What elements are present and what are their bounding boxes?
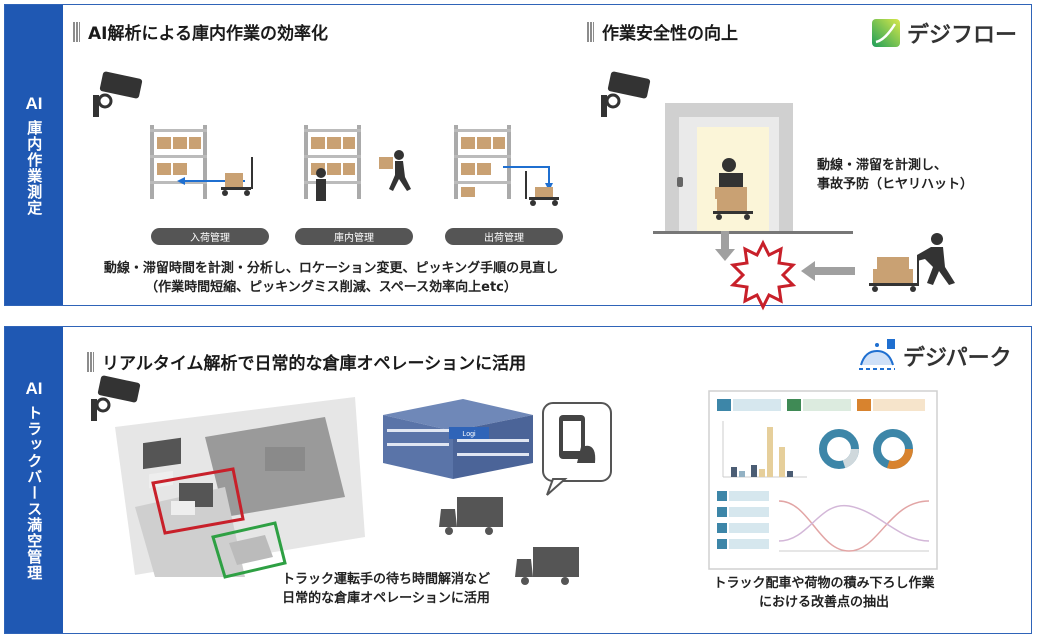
panel-warehouse-work: AI 庫内作業測定 AI解析による庫内作業の効率化 作業安全性の向上 デジフロー <box>4 4 1032 311</box>
caption-line: 動線・滞留時間を計測・分析し、ロケーション変更、ピッキング手順の見直し <box>103 261 559 276</box>
logo-digiflow: デジフロー <box>871 17 1017 49</box>
section-title-safety: 作業安全性の向上 <box>587 19 738 44</box>
stage-label-outbound: 出荷管理 <box>445 228 563 245</box>
title-bar-icon <box>587 21 594 42</box>
caption-line: トラック配車や荷物の積み下ろし作業 <box>713 576 935 591</box>
collision-illustration <box>715 231 955 311</box>
doorway-illustration <box>665 103 793 231</box>
caption-line: （作業時間短縮、ピッキングミス削減、スペース効率向上etc） <box>145 279 517 295</box>
analytics-dashboard <box>708 390 938 570</box>
occupied-bay-red <box>151 467 245 535</box>
side-label-berth: AI トラックバース満空管理 <box>5 327 63 633</box>
mid-caption: トラック運転手の待ち時間解消など 日常的な倉庫オペレーションに活用 <box>241 571 531 609</box>
section-title-text: リアルタイム解析で日常的な倉庫オペレーションに活用 <box>102 354 527 374</box>
warehouse-building: Logi <box>383 399 533 479</box>
caption-line: 動線・滞留を計測し、 <box>817 158 948 173</box>
right-caption: トラック配車や荷物の積み下ろし作業 における改善点の抽出 <box>689 575 959 613</box>
side-label-ai: AI <box>25 94 43 113</box>
side-label-text: トラックバース満空管理 <box>25 405 44 581</box>
section-title-text: 作業安全性の向上 <box>602 24 738 44</box>
logo-text: デジパーク <box>903 346 1012 371</box>
logo-digipark: デジパーク <box>857 339 1012 373</box>
safety-caption: 動線・滞留を計測し、 事故予防（ヒヤリハット） <box>817 157 1017 195</box>
side-label-warehouse: AI 庫内作業測定 <box>5 5 63 305</box>
efficiency-caption: 動線・滞留時間を計測・分析し、ロケーション変更、ピッキング手順の見直し （作業時… <box>81 260 581 298</box>
title-bar-icon <box>73 21 80 42</box>
camera-icon <box>601 71 651 117</box>
outbound-illustration <box>454 125 559 206</box>
camera-icon <box>93 71 143 117</box>
stage-label-inbound: 入荷管理 <box>151 228 269 245</box>
building-sign: Logi <box>462 431 476 438</box>
stage-label-storage: 庫内管理 <box>295 228 413 245</box>
collision-burst-icon <box>729 239 797 311</box>
section-title-text: AI解析による庫内作業の効率化 <box>88 24 328 44</box>
side-label-text: 庫内作業測定 <box>25 120 44 216</box>
section-title-realtime: リアルタイム解析で日常的な倉庫オペレーションに活用 <box>87 349 526 374</box>
caption-line: 日常的な倉庫オペレーションに活用 <box>282 590 490 606</box>
storage-illustration <box>304 125 411 201</box>
smartphone-bubble <box>542 402 612 496</box>
empty-bay-green <box>211 521 287 579</box>
panel-truck-berth: AI トラックバース満空管理 リアルタイム解析で日常的な倉庫オペレーションに活用… <box>4 326 1032 634</box>
title-bar-icon <box>87 351 94 372</box>
caption-line: トラック運転手の待ち時間解消など <box>281 572 490 587</box>
caption-line: における改善点の抽出 <box>758 594 889 610</box>
digiflow-logo-icon <box>872 19 900 47</box>
digipark-logo-icon <box>859 339 895 370</box>
camera-icon <box>91 375 141 421</box>
side-label-ai: AI <box>25 379 43 398</box>
inbound-illustration <box>150 125 253 199</box>
caption-line: 事故予防（ヒヤリハット） <box>817 176 974 192</box>
floor-line <box>653 231 853 234</box>
logo-text: デジフロー <box>907 23 1018 48</box>
truck-berth-aerial <box>115 397 365 579</box>
trucks-illustration <box>439 497 579 585</box>
section-title-efficiency: AI解析による庫内作業の効率化 <box>73 19 328 44</box>
